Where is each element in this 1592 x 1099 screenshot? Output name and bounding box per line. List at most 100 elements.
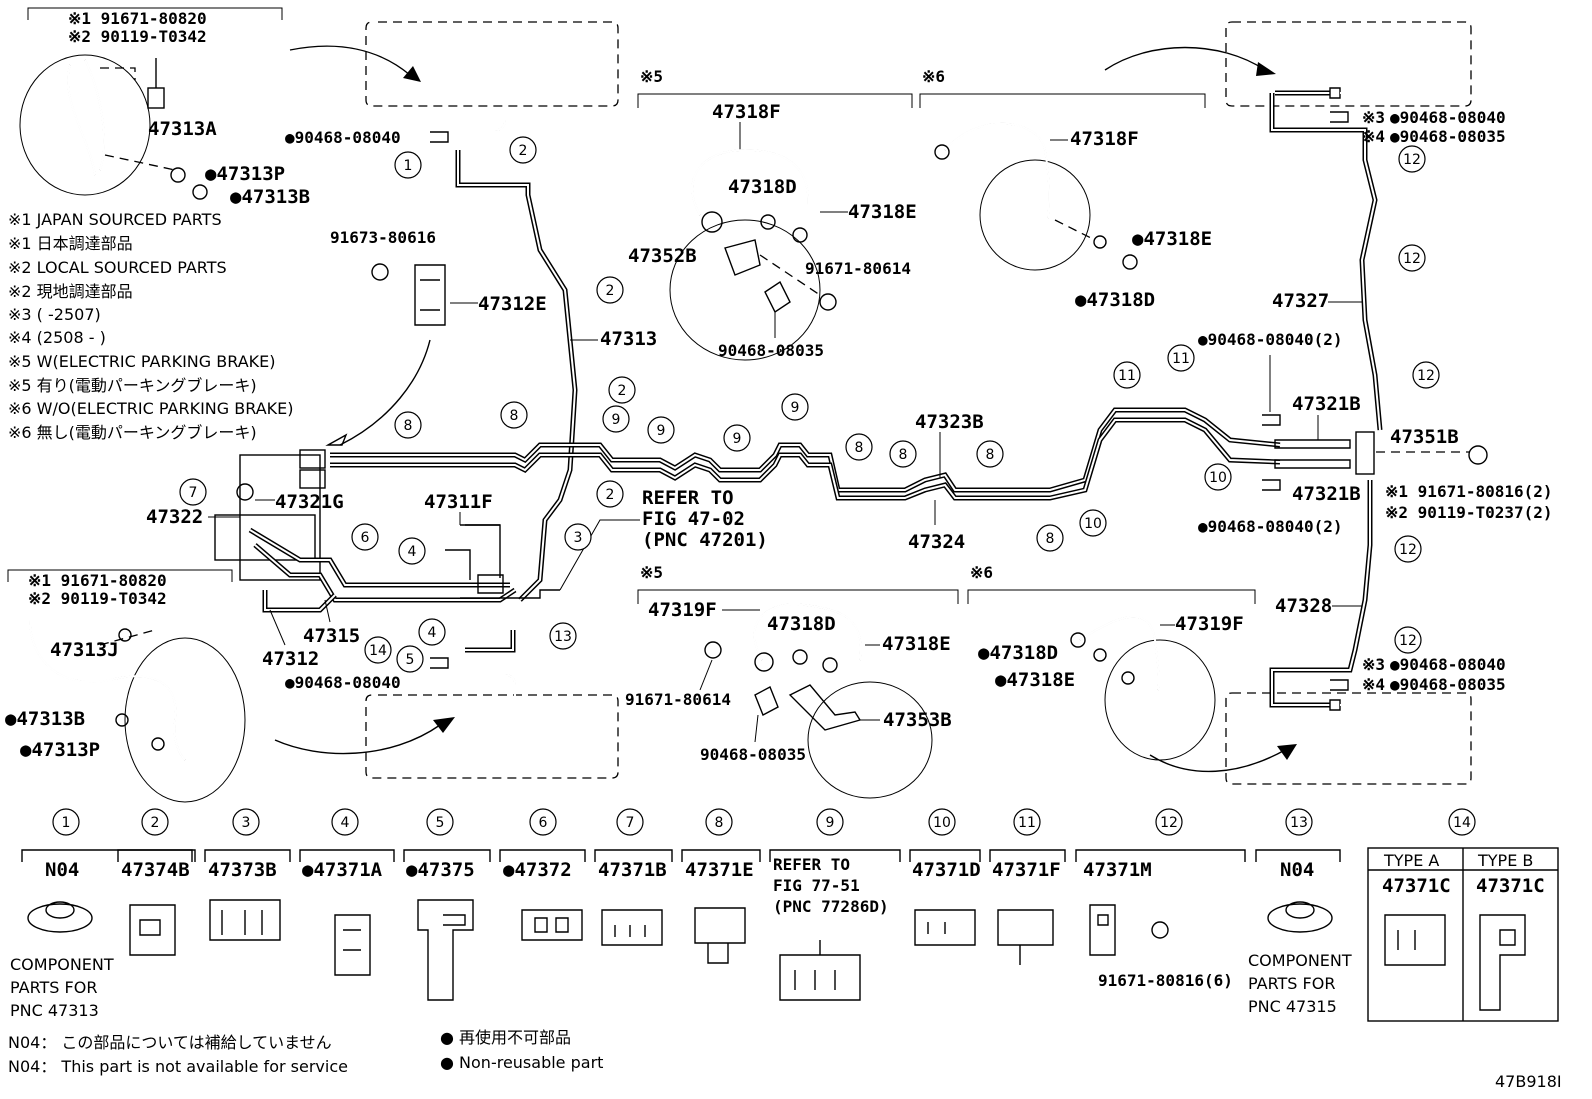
callout-number: 2 xyxy=(606,487,615,503)
callout-number: 11 xyxy=(1018,815,1036,831)
part-47318E-b: ●47318E xyxy=(1132,228,1212,250)
callout-number: 14 xyxy=(1453,815,1471,831)
legend-part-13: N04 xyxy=(1280,859,1314,881)
part-47321B-a: 47321B xyxy=(1292,393,1361,415)
callout-number: 10 xyxy=(1084,516,1102,532)
group-47351B: ●90468-08040(2) 47321B 47351B 47321B ●90… xyxy=(1198,330,1553,536)
callout-number: 12 xyxy=(1160,815,1178,831)
callout-bubble: 2 xyxy=(608,376,636,404)
note-line: ※5 W(ELECTRIC PARKING BRAKE) xyxy=(8,352,276,371)
callout-number: 3 xyxy=(242,815,251,831)
part-47311F: 47311F xyxy=(424,491,493,513)
callout-bubble: 5 xyxy=(426,808,454,836)
diagram-id: 47B918I xyxy=(1495,1072,1562,1091)
callout-number: 11 xyxy=(1118,368,1136,384)
footer-n04-en: N04： This part is not available for serv… xyxy=(8,1057,348,1076)
callout-bubble: 14 xyxy=(1448,808,1476,836)
callout-bubble: 5 xyxy=(396,645,424,673)
callout-bubble: 4 xyxy=(418,618,446,646)
callout-number: 12 xyxy=(1399,633,1417,649)
detail-circle xyxy=(979,159,1091,271)
em6-top: ※6 xyxy=(922,67,945,86)
part-47321G: 47321G xyxy=(275,491,344,513)
part-47328: 47328 xyxy=(1275,595,1332,617)
part-47312E: 47312E xyxy=(478,293,547,315)
callout-number: 9 xyxy=(612,412,621,428)
bolt-icon xyxy=(704,641,722,659)
legend: N04 47374B 47373B ●47371A ●47375 ●47372 … xyxy=(10,847,1559,1022)
callout-number: 13 xyxy=(1290,815,1308,831)
callout-bubble: 3 xyxy=(564,523,592,551)
note-line: ※6 W/O(ELECTRIC PARKING BRAKE) xyxy=(8,399,293,418)
detail-box-top: ●90468-08040 xyxy=(285,21,619,147)
clip-icon xyxy=(236,483,254,501)
callout-number: 10 xyxy=(933,815,951,831)
footer: N04： この部品については補給していません N04： This part is… xyxy=(8,1028,1562,1091)
legend-part-6: ●47372 xyxy=(503,859,572,881)
callout-bubble: 3 xyxy=(232,808,260,836)
bolt-icon xyxy=(147,87,165,109)
callout-number: 4 xyxy=(341,815,350,831)
callout-number: 1 xyxy=(404,158,413,174)
callout-number: 7 xyxy=(189,485,198,501)
legend-comp1-c: PNC 47313 xyxy=(10,1001,99,1020)
part-47319F-a: 47319F xyxy=(648,599,717,621)
part-47353B: 47353B xyxy=(883,709,952,731)
group-em6-top: ※6 47318F ●47318E ●47318D xyxy=(919,67,1212,311)
callout-number: 8 xyxy=(510,408,519,424)
legend-type-b-part: 47371C xyxy=(1476,875,1545,897)
callout-number: 6 xyxy=(539,815,548,831)
part-47313A: 47313A xyxy=(148,118,217,140)
callout-number: 6 xyxy=(361,530,370,546)
legend-part-8: 47371E xyxy=(685,859,754,881)
legend-part-1: N04 xyxy=(45,859,79,881)
legend-part-2: 47374B xyxy=(121,859,190,881)
detail-box-bottom-left xyxy=(274,674,619,779)
legend-type-a: TYPE A xyxy=(1383,851,1439,870)
part-91673-80616: 91673-80616 xyxy=(330,228,436,247)
callout-bubble: 12 xyxy=(1412,361,1440,389)
group-em5-bottom: ※5 47319F 47318D 47318E 91671-80614 4735… xyxy=(625,563,959,799)
part-47313J: 47313J xyxy=(50,639,119,661)
bracket-47312E: 91673-80616 47312E xyxy=(325,228,547,446)
legend-part-5: ●47375 xyxy=(406,859,475,881)
bolt-icon xyxy=(1151,921,1169,939)
legend-refer-9-line2: FIG 77-51 xyxy=(773,876,860,895)
legend-comp13-a: COMPONENT xyxy=(1248,951,1352,970)
detail-circle xyxy=(19,54,151,196)
callout-bubble: 10 xyxy=(928,808,956,836)
callout-bubble: 12 xyxy=(1398,244,1426,272)
part-90468-08040-mid: ●90468-08040 xyxy=(285,673,401,692)
callout-bubble: 2 xyxy=(509,136,537,164)
callout-number: 5 xyxy=(436,815,445,831)
group-47313J: ※1 91671-80820 ※2 90119-T0342 47313J ●47… xyxy=(5,569,246,803)
callout-bubble: 9 xyxy=(816,808,844,836)
refer-line3: (PNC 47201) xyxy=(642,529,768,551)
legend-part-3: 47373B xyxy=(208,859,277,881)
group-em5-top: ※5 47318F 47318D 47318E 47352B 91671-806… xyxy=(628,67,917,361)
callout-number: 11 xyxy=(1172,351,1190,367)
part-47324: 47324 xyxy=(908,531,965,553)
grommet-icon xyxy=(1267,903,1333,933)
callout-number: 8 xyxy=(986,447,995,463)
legend-comp13-c: PNC 47315 xyxy=(1248,997,1337,1016)
part-47321B-b: 47321B xyxy=(1292,483,1361,505)
callout-number: 12 xyxy=(1417,368,1435,384)
callout-bubble: 1 xyxy=(52,808,80,836)
part-47352B: 47352B xyxy=(628,245,697,267)
em6-bot: ※6 xyxy=(970,563,993,582)
callout-number: 2 xyxy=(606,283,615,299)
callout-number: 12 xyxy=(1403,251,1421,267)
legend-comp1-b: PARTS FOR xyxy=(10,978,97,997)
bolt-icon xyxy=(819,293,837,311)
callout-number: 3 xyxy=(574,530,583,546)
part-47318E-a: 47318E xyxy=(848,201,917,223)
legend-part-11: 47371F xyxy=(992,859,1061,881)
part-47318E-d: ●47318E xyxy=(995,669,1075,691)
callout-number: 14 xyxy=(369,643,387,659)
callout-bubble: 6 xyxy=(529,808,557,836)
part-47315: 47315 xyxy=(303,625,360,647)
callout-bubble: 12 xyxy=(1155,808,1183,836)
legend-part-7: 47371B xyxy=(598,859,667,881)
